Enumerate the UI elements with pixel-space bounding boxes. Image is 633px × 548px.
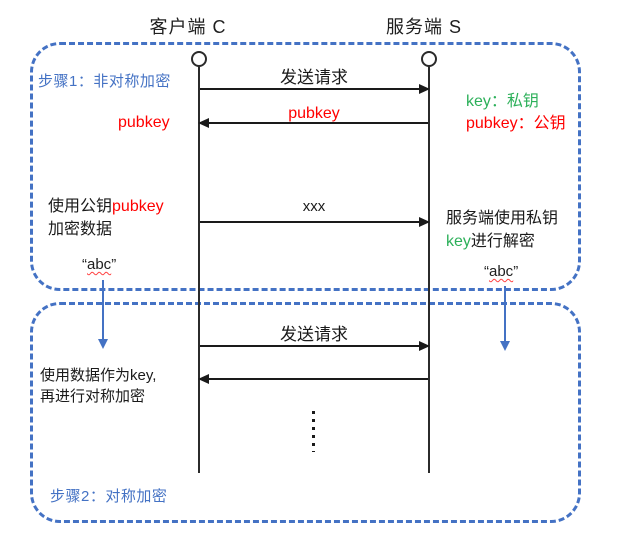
- step2-group-box: [30, 302, 581, 523]
- arrow-response-2: [198, 374, 428, 384]
- client-encrypt-note-line2: 加密数据: [48, 221, 113, 238]
- lifeline-server: [428, 66, 430, 473]
- arrowhead-right-icon: [419, 341, 430, 351]
- open-quote: “: [484, 263, 489, 280]
- arrowhead-right-icon: [419, 84, 430, 94]
- arrowhead-right-icon: [419, 217, 430, 227]
- message-label-xxx: xxx: [302, 198, 326, 215]
- abc-value-server: “abc”: [484, 263, 518, 280]
- server-decrypt-note-line2: key进行解密: [446, 230, 558, 253]
- abc-value-client: “abc”: [82, 256, 116, 273]
- client-note-text: 使用公钥: [48, 198, 113, 215]
- legend-key-line: key：私钥: [466, 93, 539, 110]
- step2-label: 步骤2：对称加密: [50, 488, 168, 505]
- server-note-text: 进行解密: [470, 233, 535, 250]
- vertical-ellipsis-icon: [312, 411, 315, 452]
- symmetric-key-note: 使用数据作为key, 再进行对称加密: [40, 365, 156, 407]
- client-received-pubkey-label: pubkey: [118, 114, 170, 131]
- message-label-send-request-2: 发送请求: [280, 325, 348, 344]
- symmetric-key-note-line1: 使用数据作为key,: [40, 367, 157, 384]
- step1-group-box: [30, 42, 581, 291]
- open-quote: “: [82, 256, 87, 273]
- lifeline-head-server-icon: [421, 51, 437, 67]
- abc-text: abc: [87, 256, 112, 273]
- message-label-pubkey: pubkey: [288, 105, 340, 122]
- server-decrypt-note: 服务端使用私钥 key进行解密: [446, 207, 558, 253]
- client-note-pubkey: pubkey: [112, 198, 164, 215]
- actor-label-server: 服务端 S: [385, 17, 462, 37]
- arrowhead-down-icon: [500, 341, 510, 351]
- arrow-encrypted-data: [200, 217, 430, 227]
- lifeline-client: [198, 66, 200, 473]
- arrowhead-left-icon: [198, 374, 209, 384]
- client-encrypt-note: 使用公钥pubkey 加密数据: [48, 195, 164, 241]
- lifeline-head-client-icon: [191, 51, 207, 67]
- close-quote: ”: [111, 256, 117, 273]
- server-decrypt-note-line1: 服务端使用私钥: [446, 210, 559, 227]
- server-note-key: key: [446, 233, 471, 250]
- blue-down-arrow-right-icon: [500, 286, 510, 351]
- abc-text: abc: [489, 263, 514, 280]
- blue-down-arrow-left-icon: [98, 280, 108, 349]
- step1-label: 步骤1：非对称加密: [38, 73, 171, 90]
- actor-label-client: 客户端 C: [149, 17, 227, 37]
- arrow-pubkey-return: [198, 118, 428, 128]
- arrowhead-left-icon: [198, 118, 209, 128]
- message-label-send-request-1: 发送请求: [280, 68, 348, 87]
- arrow-send-request-2: [200, 341, 430, 351]
- client-encrypt-note-line1: 使用公钥pubkey: [48, 195, 164, 218]
- arrowhead-down-icon: [98, 339, 108, 349]
- close-quote: ”: [513, 263, 519, 280]
- key-legend: key：私钥 pubkey：公钥: [466, 91, 566, 135]
- arrow-send-request-1: [200, 84, 430, 94]
- legend-pubkey-line: pubkey：公钥: [466, 115, 566, 132]
- symmetric-key-note-line2: 再进行对称加密: [40, 388, 146, 405]
